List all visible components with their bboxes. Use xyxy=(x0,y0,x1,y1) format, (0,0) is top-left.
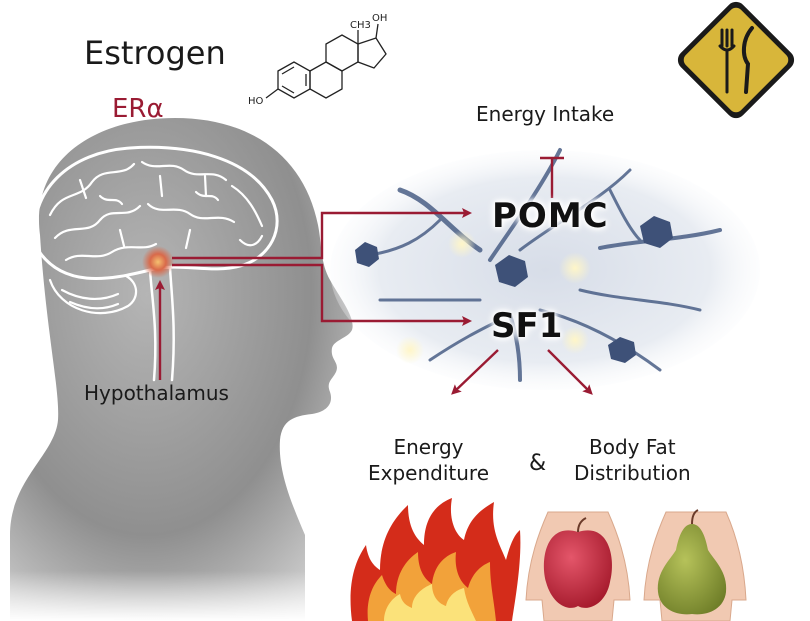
fire-icon xyxy=(350,498,521,621)
apple-body-icon xyxy=(525,511,631,621)
pathway-arrows xyxy=(155,156,593,395)
sf1-label: SF1 xyxy=(491,306,563,346)
arrow-to-pomc xyxy=(172,208,472,260)
molecule-ch3-label: CH3 xyxy=(350,20,371,31)
head-silhouette xyxy=(0,118,353,621)
fork-knife-sign-icon xyxy=(677,1,795,119)
energy-expenditure-label: Energy Expenditure xyxy=(368,434,489,486)
energy-intake-label: Energy Intake xyxy=(476,102,615,126)
body-fat-line2: Distribution xyxy=(574,461,691,485)
estradiol-molecule-icon xyxy=(265,23,387,99)
brain-icon xyxy=(32,145,279,382)
receptor-label: ERα xyxy=(112,94,164,124)
energy-expenditure-line2: Expenditure xyxy=(368,461,490,485)
hypothalamus-marker xyxy=(142,246,174,278)
pomc-label: POMC xyxy=(492,196,609,236)
diagram-title: Estrogen xyxy=(84,34,226,72)
arrow-to-sf1 xyxy=(172,263,472,326)
hypothalamus-label: Hypothalamus xyxy=(84,381,229,405)
body-fat-distribution-label: Body Fat Distribution xyxy=(574,434,691,486)
neuron-cluster xyxy=(330,148,760,390)
ampersand-label: & xyxy=(529,451,547,476)
arrow-to-expenditure xyxy=(451,349,499,395)
arrow-to-fat xyxy=(547,349,593,395)
molecule-oh-left-label: HO xyxy=(248,96,264,107)
body-fat-line1: Body Fat xyxy=(589,435,676,459)
energy-expenditure-line1: Energy xyxy=(393,435,464,459)
molecule-oh-top-label: OH xyxy=(372,13,387,24)
pear-body-icon xyxy=(643,509,747,621)
inhibition-line xyxy=(540,156,564,198)
